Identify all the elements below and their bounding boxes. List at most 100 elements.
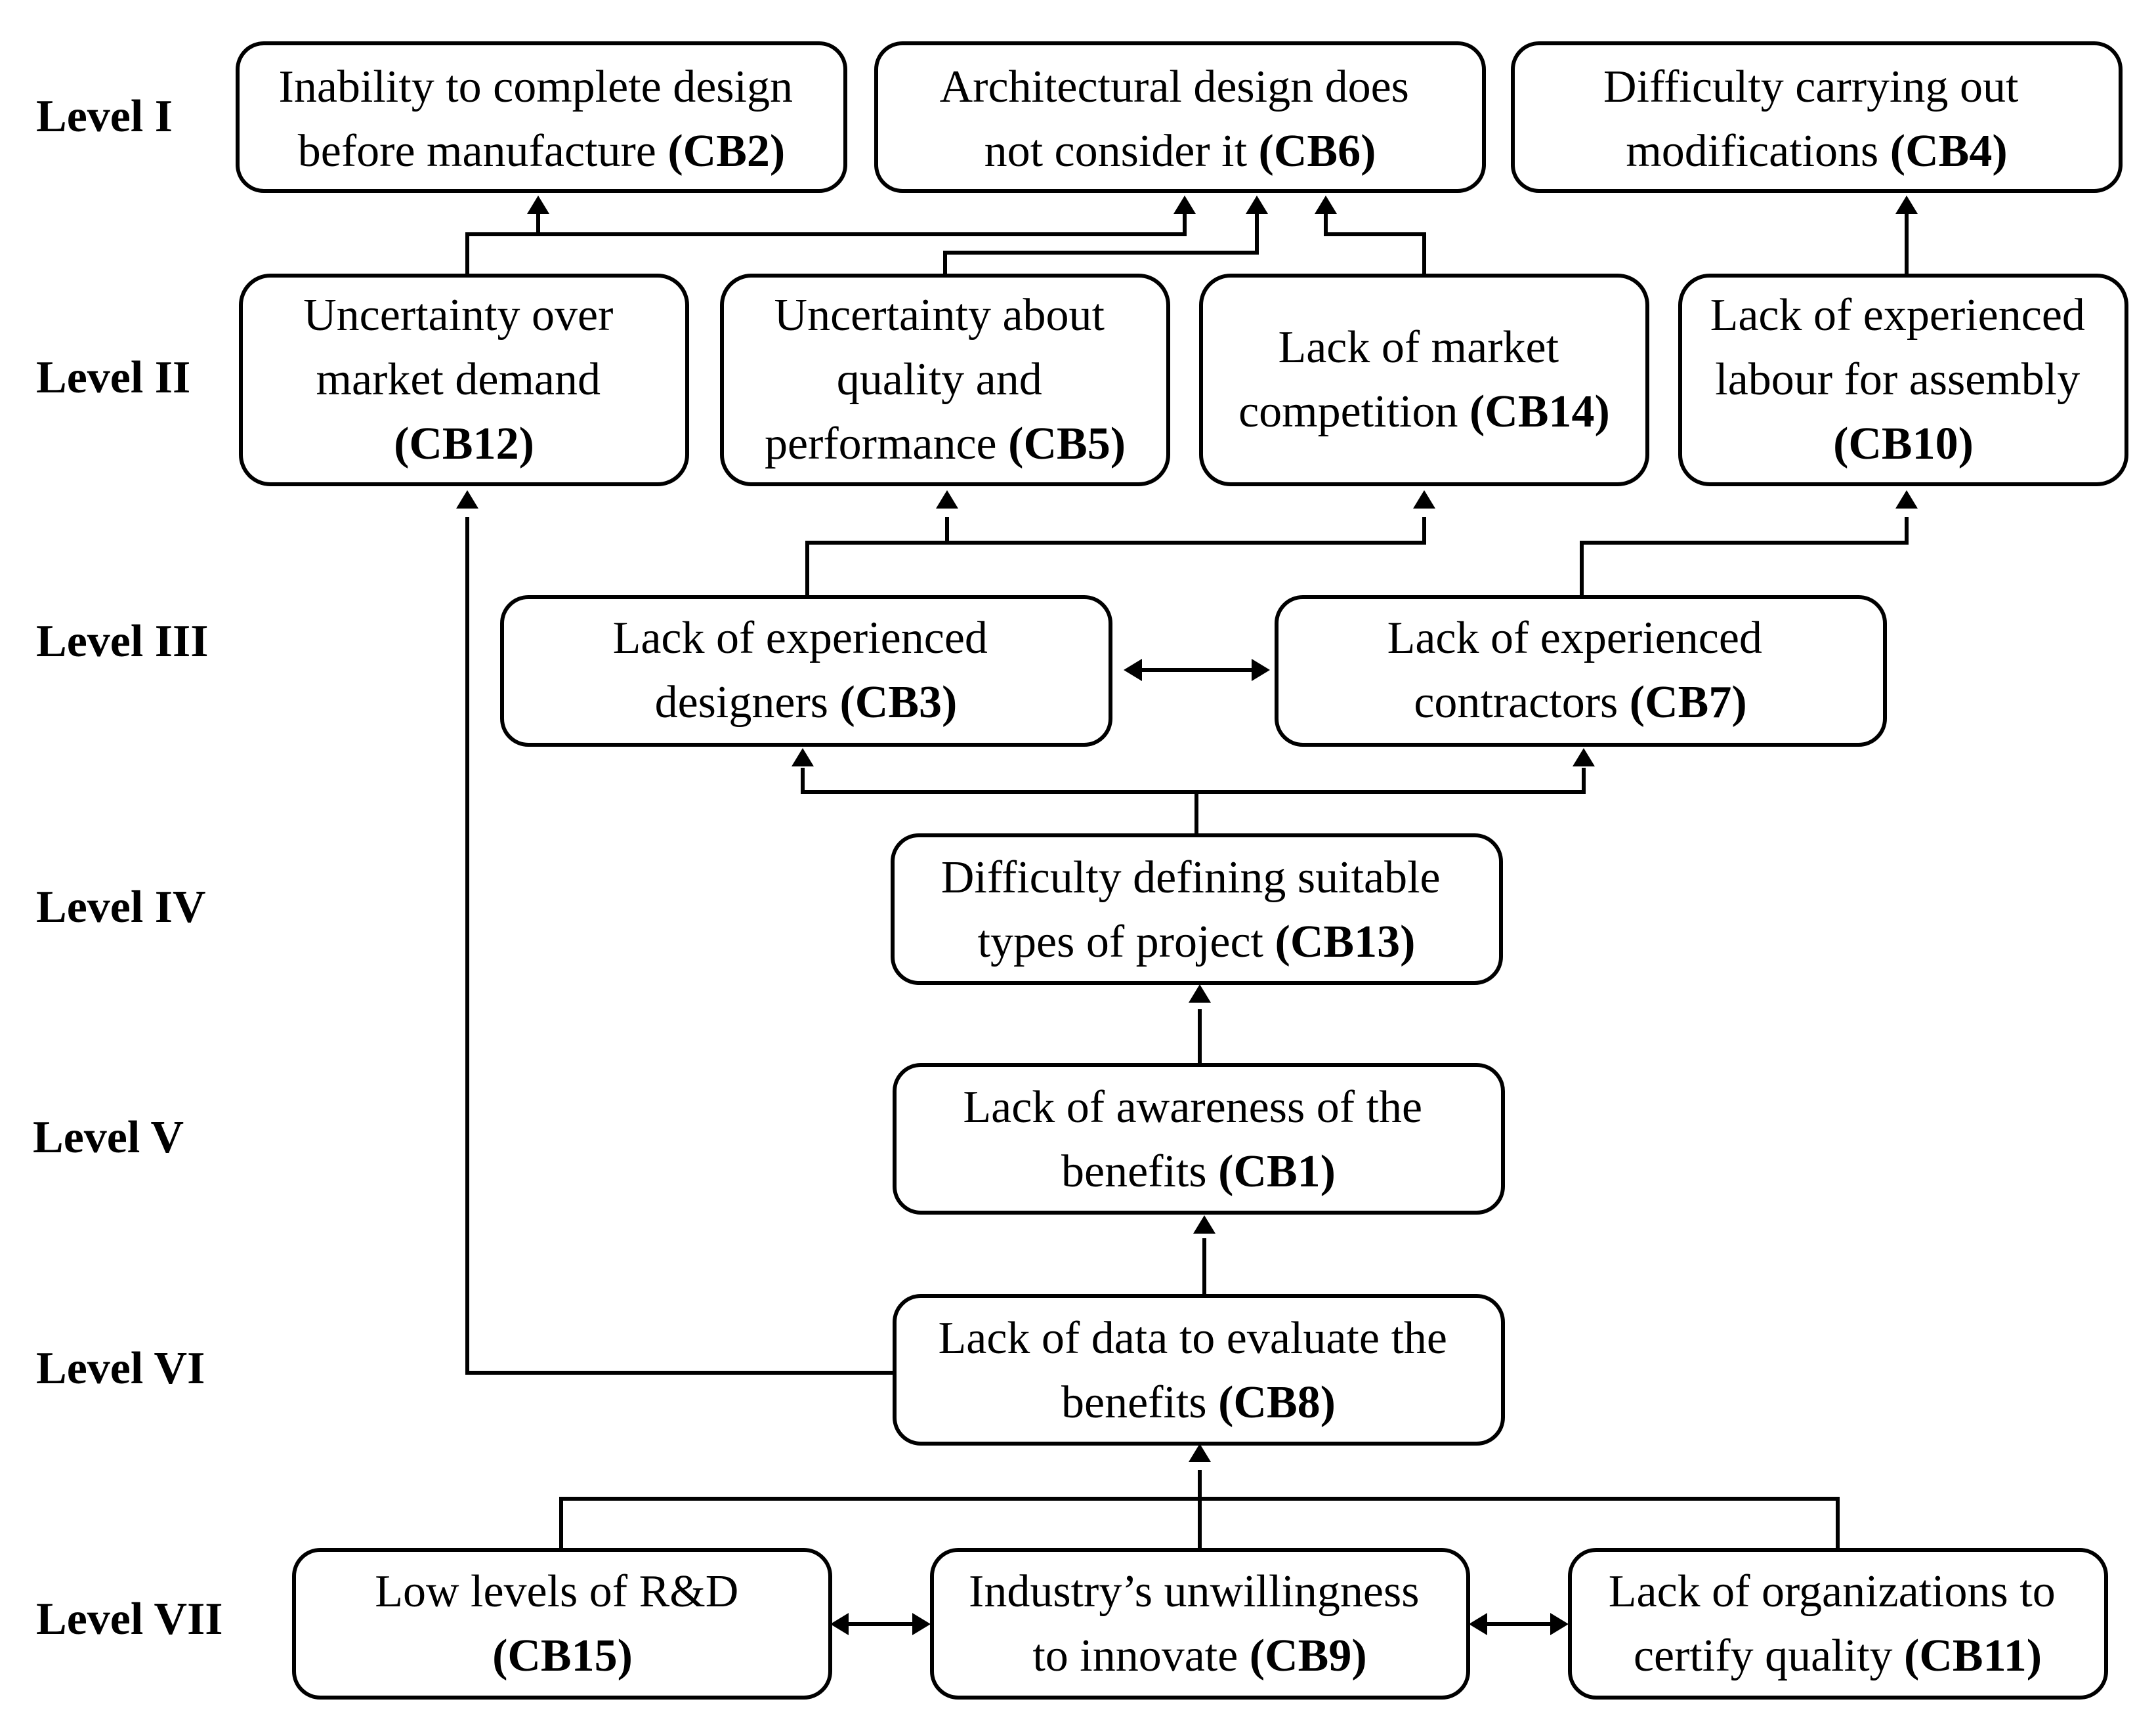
node-cb12: Uncertainty over market demand (CB12) (239, 274, 689, 486)
level-label-1: Level I (36, 91, 173, 142)
arrowhead-cb6-b (1246, 196, 1268, 214)
node-cb12-code: (CB12) (394, 419, 534, 469)
arrowhead-cb13 (1189, 984, 1211, 1003)
level-labels: Level I Level II Level III Level IV Leve… (33, 91, 223, 1644)
node-cb13-line2: types of project (978, 917, 1264, 967)
node-cb9-line2: to innovate (1032, 1631, 1238, 1681)
arrowhead-cb4 (1895, 196, 1918, 214)
arrowhead-cb7 (1573, 748, 1595, 766)
arrowhead-cb3-right (1124, 659, 1142, 681)
node-cb5-line3: performance (765, 419, 997, 469)
arrowhead-cb9-right (1469, 1613, 1487, 1635)
edge-cb12-cb2 (465, 209, 540, 276)
svg-text:Low levels of R&D (CB1: Low levels of R&D (CB15) (375, 1566, 750, 1681)
node-cb13: Difficulty defining suitable types of pr… (891, 833, 1503, 985)
arrowhead-cb11 (1550, 1613, 1569, 1635)
node-cb12-line2: market demand (316, 354, 601, 405)
arrowhead-cb15 (830, 1613, 849, 1635)
svg-text:Lack of organizations to: Lack of organizations to certify quality… (1609, 1566, 2067, 1681)
node-cb4-line2: modifications (1626, 126, 1878, 177)
node-cb13-code: (CB13) (1275, 917, 1416, 967)
arrowhead-cb12 (456, 490, 478, 509)
node-cb2-line2: before manufacture (298, 126, 656, 177)
arrowhead-cb3 (792, 748, 814, 766)
arrowhead-cb10 (1895, 490, 1918, 509)
node-cb14-code: (CB14) (1469, 386, 1610, 437)
node-cb10-code: (CB10) (1833, 419, 1974, 469)
connectors (465, 209, 1909, 1626)
node-cb3: Lack of experienced designers (CB3) (500, 595, 1112, 747)
node-cb15-line1: Low levels of R&D (375, 1566, 738, 1617)
edge-cb11-cb8 (1200, 1497, 1840, 1550)
level-label-7: Level VII (36, 1594, 223, 1644)
node-cb1-line2: benefits (1061, 1146, 1207, 1197)
node-cb5: Uncertainty about quality and performanc… (720, 274, 1170, 486)
node-cb3-line1: Lack of experienced (613, 613, 988, 663)
edge-cb14-cb6 (1324, 209, 1426, 276)
node-cb7-line2: contractors (1414, 677, 1618, 728)
svg-text:Lack of experienced co: Lack of experienced contractors (CB7) (1387, 613, 1774, 728)
node-cb8-line2: benefits (1061, 1377, 1207, 1428)
node-cb4-code: (CB4) (1890, 126, 2008, 177)
node-cb13-line1: Difficulty defining suitable (941, 852, 1441, 903)
edge-cb13-cb7 (1196, 768, 1586, 794)
node-cb8-code: (CB8) (1218, 1377, 1336, 1428)
svg-text:Architectural design does: Architectural design does not consider i… (940, 62, 1421, 177)
node-cb6-line1: Architectural design does (940, 62, 1409, 112)
node-cb11-code: (CB11) (1904, 1631, 2042, 1681)
node-cb4-line1: Difficulty carrying out (1603, 62, 2019, 112)
edge-cb12-cb6 (538, 209, 1187, 236)
edge-cb13-cb3 (801, 768, 1198, 835)
node-cb14-line1: Lack of market (1278, 322, 1559, 373)
svg-text:Difficulty defining suitable: Difficulty defining suitable types of pr… (941, 852, 1452, 967)
node-cb14-line2: competition (1238, 386, 1458, 437)
arrowhead-cb14 (1413, 490, 1435, 509)
node-cb1-code: (CB1) (1218, 1146, 1336, 1197)
svg-text:Lack of awareness of the: Lack of awareness of the benefits (CB1) (963, 1082, 1433, 1197)
node-cb6-code: (CB6) (1259, 126, 1376, 177)
edge-cb7-cb10 (1580, 517, 1909, 597)
node-cb4: Difficulty carrying out modifications (C… (1511, 41, 2123, 193)
node-cb3-line2: designers (655, 677, 828, 728)
edge-cb3-cb14 (947, 517, 1426, 545)
node-cb2-code: (CB2) (667, 126, 785, 177)
arrowhead-cb5 (936, 490, 958, 509)
level-label-6: Level VI (36, 1343, 205, 1394)
node-cb9: Industry’s unwillingness to innovate (CB… (930, 1548, 1470, 1700)
arrowhead-cb6-c (1315, 196, 1337, 214)
svg-text:Uncertainty over marke: Uncertainty over market demand (CB12) (303, 290, 625, 469)
svg-text:Inability to complete design: Inability to complete design before manu… (279, 62, 805, 177)
svg-text:Lack of data to evaluate the: Lack of data to evaluate the benefits (C… (939, 1313, 1459, 1428)
level-label-5: Level V (33, 1112, 184, 1163)
arrowhead-cb7-left (1252, 659, 1270, 681)
nodes: Inability to complete design before manu… (236, 41, 2128, 1700)
node-cb9-code: (CB9) (1250, 1631, 1367, 1681)
node-cb11: Lack of organizations to certify quality… (1568, 1548, 2108, 1700)
edge-cb8-cb12 (465, 517, 893, 1375)
svg-text:Lack of market competi: Lack of market competition (CB14) (1238, 322, 1610, 437)
node-cb7-line1: Lack of experienced (1387, 613, 1762, 663)
node-cb15-code: (CB15) (492, 1631, 633, 1681)
node-cb10: Lack of experienced labour for assembly … (1678, 274, 2128, 486)
node-cb7: Lack of experienced contractors (CB7) (1275, 595, 1887, 747)
node-cb2-line1: Inability to complete design (279, 62, 793, 112)
arrowheads (456, 196, 1918, 1635)
node-cb2: Inability to complete design before manu… (236, 41, 847, 193)
node-cb14: Lack of market competition (CB14) (1199, 274, 1649, 486)
level-label-4: Level IV (36, 882, 206, 932)
node-cb7-code: (CB7) (1630, 677, 1747, 728)
edge-cb5-cb6 (943, 209, 1259, 276)
node-cb11-line2: certify quality (1634, 1631, 1893, 1681)
edge-cb3-cb5 (805, 517, 949, 597)
node-cb6: Architectural design does not consider i… (874, 41, 1486, 193)
node-cb5-code: (CB5) (1008, 419, 1126, 469)
node-cb3-code: (CB3) (840, 677, 958, 728)
node-cb11-line1: Lack of organizations to (1609, 1566, 2056, 1617)
edge-cb15-cb8 (559, 1497, 1200, 1550)
arrowhead-cb6-a (1173, 196, 1196, 214)
node-cb8: Lack of data to evaluate the benefits (C… (893, 1294, 1505, 1446)
svg-text:Lack of experienced la: Lack of experienced labour for assembly … (1710, 290, 2097, 469)
node-cb12-line1: Uncertainty over (303, 290, 613, 341)
